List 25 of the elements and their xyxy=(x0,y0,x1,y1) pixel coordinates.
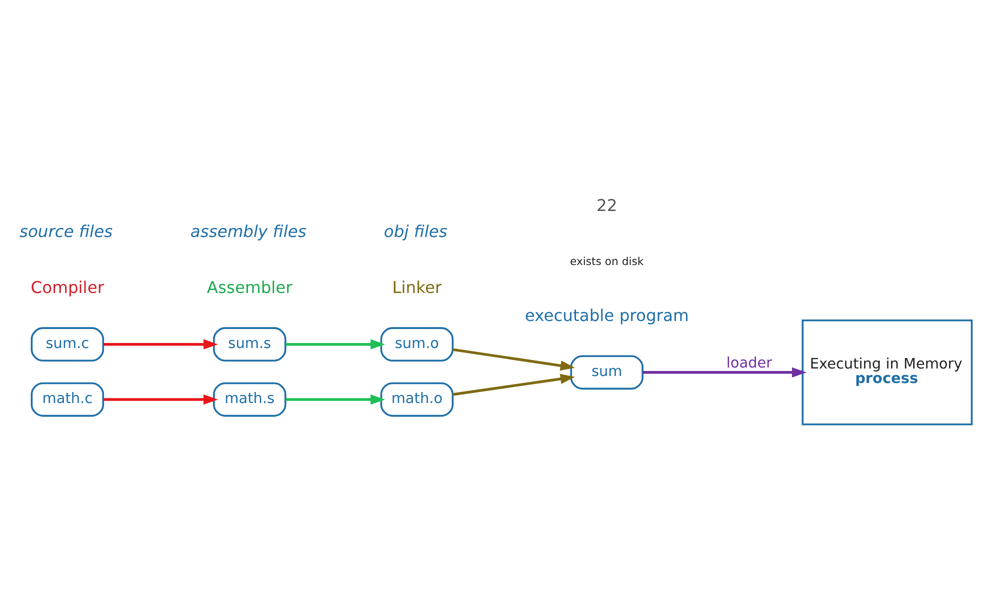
arrow xyxy=(286,339,386,350)
node-box: math.s xyxy=(213,382,286,417)
label: Compiler xyxy=(30,278,104,298)
node-label: executable program xyxy=(524,306,689,326)
label: Assembler xyxy=(206,278,292,298)
arrow xyxy=(452,348,575,371)
node-box: sum.o xyxy=(380,327,454,362)
node-box: Executing in Memory process xyxy=(802,319,973,426)
node-box: sum.s xyxy=(213,327,286,362)
node-label: exists on disk xyxy=(570,254,644,268)
label: 22 xyxy=(596,196,618,215)
arrow xyxy=(286,394,386,405)
node-box: math.c xyxy=(30,382,104,417)
arrow xyxy=(642,367,807,378)
arrow xyxy=(104,394,218,405)
node-box: sum.c xyxy=(30,327,104,362)
arrow xyxy=(104,339,218,350)
label: source files xyxy=(19,222,113,242)
label: assembly files xyxy=(190,222,306,242)
label: Linker xyxy=(392,278,442,298)
node-box: math.o xyxy=(380,382,454,417)
label: obj files xyxy=(384,222,448,242)
node-box: sum xyxy=(570,355,644,390)
arrow xyxy=(452,374,575,396)
edge-label: loader xyxy=(726,356,772,372)
